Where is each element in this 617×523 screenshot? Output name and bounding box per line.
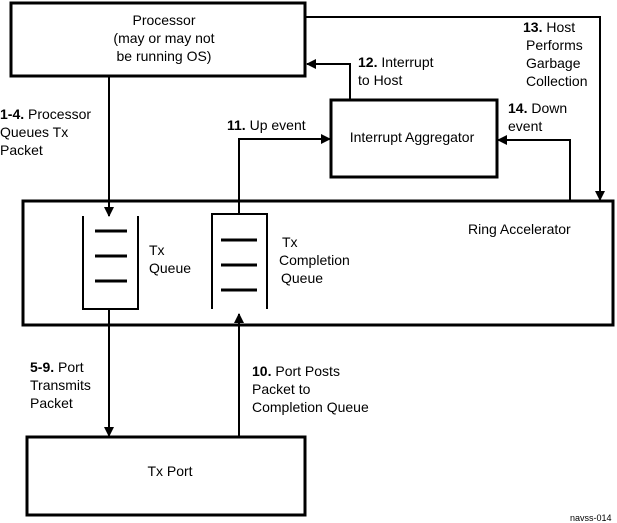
- step-13-line1: 13. Host: [523, 19, 575, 35]
- step-10-line1: 10. Port Posts: [252, 363, 340, 379]
- step-1-4-line3: Packet: [0, 142, 43, 158]
- tx-completion-queue-label-line2: Completion: [279, 252, 350, 268]
- step-11-label: 11. Up event: [227, 117, 306, 133]
- step-12-line1: 12. Interrupt: [358, 54, 434, 70]
- step-5-9-line1: 5-9. Port: [30, 359, 84, 375]
- step-14-line2: event: [508, 118, 542, 134]
- arrow-interrupt-to-host: [306, 59, 351, 100]
- step-5-9-line3: Packet: [30, 395, 73, 411]
- tx-queue-icon: [82, 216, 139, 310]
- figure-id: navss-014: [570, 513, 612, 523]
- processor-note-line2: be running OS): [117, 48, 212, 64]
- step-5-9-line2: Transmits: [30, 377, 91, 393]
- interrupt-aggregator-label: Interrupt Aggregator: [350, 129, 475, 145]
- step-1-4-line1: 1-4. Processor: [0, 106, 91, 122]
- step-10-line3: Completion Queue: [252, 399, 369, 415]
- step-13-line2: Performs: [526, 37, 583, 53]
- step-14-line1: 14. Down: [508, 100, 567, 116]
- processor-title: Processor: [132, 12, 195, 28]
- tx-queue-label-line1: Tx: [149, 242, 165, 258]
- ring-accelerator-label: Ring Accelerator: [468, 221, 571, 237]
- tx-completion-queue-label-line3: Queue: [281, 270, 323, 286]
- ring-accelerator-box: [21, 199, 615, 327]
- arrow-down-event: [497, 135, 571, 201]
- step-10-line2: Packet to: [252, 381, 311, 397]
- tx-completion-queue-label-line1: Tx: [282, 234, 298, 250]
- arrow-up-event: [238, 134, 331, 214]
- tx-port-label: Tx Port: [147, 463, 192, 479]
- tx-port-box: [25, 435, 307, 517]
- processor-box: [9, 1, 307, 78]
- step-13-line3: Garbage: [526, 55, 581, 71]
- interrupt-aggregator-box: [329, 98, 499, 179]
- step-1-4-line2: Queues Tx: [0, 124, 68, 140]
- tx-queue-label-line2: Queue: [149, 260, 191, 276]
- processor-note-line1: (may or may not: [113, 30, 214, 46]
- arrow-host-garbage-collection: [306, 16, 605, 201]
- step-12-line2: to Host: [358, 72, 402, 88]
- step-13-line4: Collection: [526, 73, 587, 89]
